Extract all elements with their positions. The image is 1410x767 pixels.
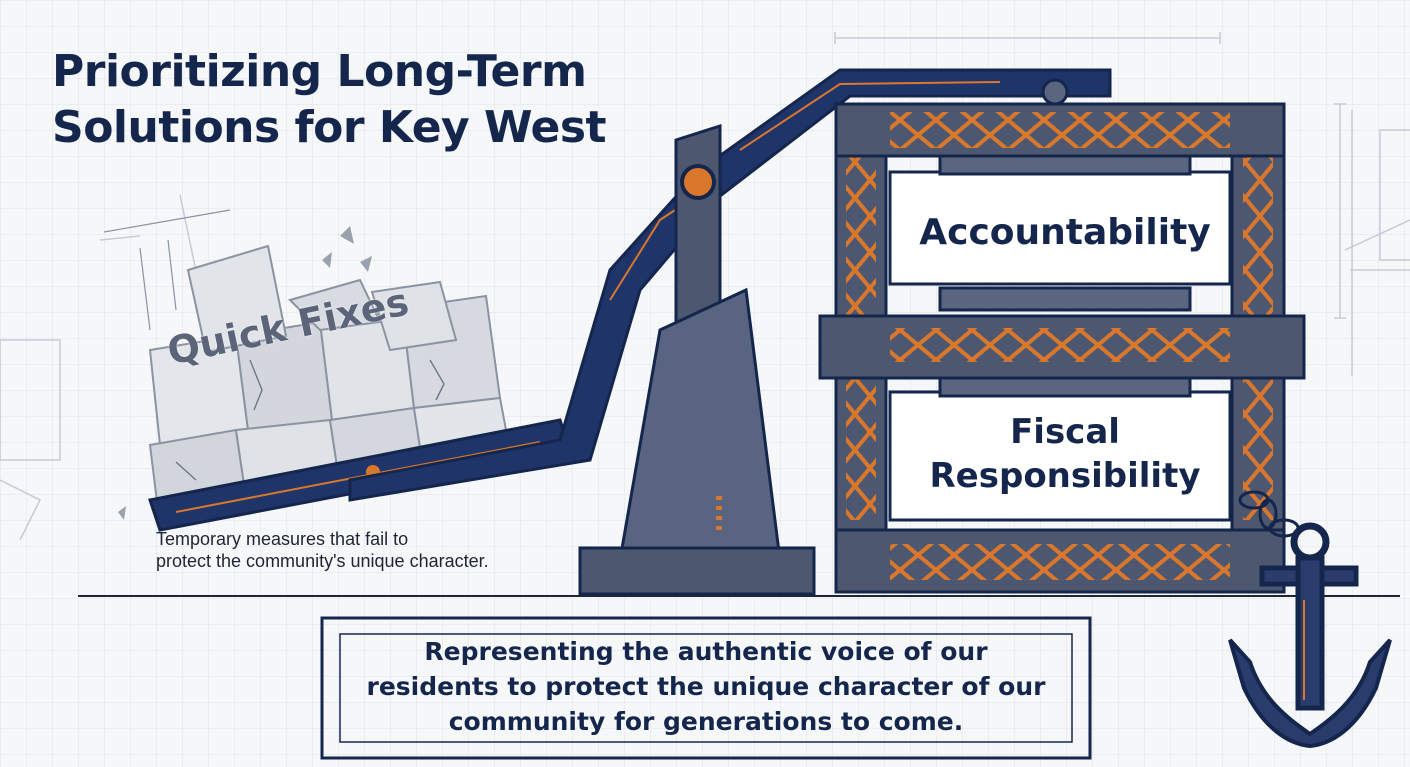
fiscal-label-line-1: Fiscal <box>1010 412 1120 452</box>
mission-statement: Representing the authentic voice of our … <box>336 630 1076 742</box>
mission-line-2: residents to protect the unique characte… <box>366 671 1046 701</box>
broken-blocks <box>148 244 514 512</box>
scaffold-frame <box>818 102 1306 594</box>
crack-lines <box>175 359 445 481</box>
dimension-lines <box>103 209 231 331</box>
crane-mast <box>578 123 816 596</box>
title-line-2: Solutions for Key West <box>52 102 607 153</box>
caption-line-2: protect the community's unique character… <box>156 551 489 571</box>
accountability-label: Accountability <box>919 211 1211 253</box>
mission-frame <box>320 616 1092 760</box>
fiscal-responsibility-panel: Fiscal Responsibility <box>890 394 1240 514</box>
page-title: Prioritizing Long-Term Solutions for Key… <box>52 44 607 156</box>
title-line-1: Prioritizing Long-Term <box>52 46 587 97</box>
fiscal-label-line-2: Responsibility <box>929 456 1201 496</box>
quick-fixes-caption: Temporary measures that fail to protect … <box>156 528 489 572</box>
mission-line-3: community for generations to come. <box>448 706 964 736</box>
debris-shards <box>118 226 372 520</box>
anchor-icon <box>1228 522 1392 749</box>
mission-line-1: Representing the authentic voice of our <box>424 636 988 666</box>
caption-line-1: Temporary measures that fail to <box>156 529 409 549</box>
accountability-panel: Accountability <box>890 180 1240 284</box>
